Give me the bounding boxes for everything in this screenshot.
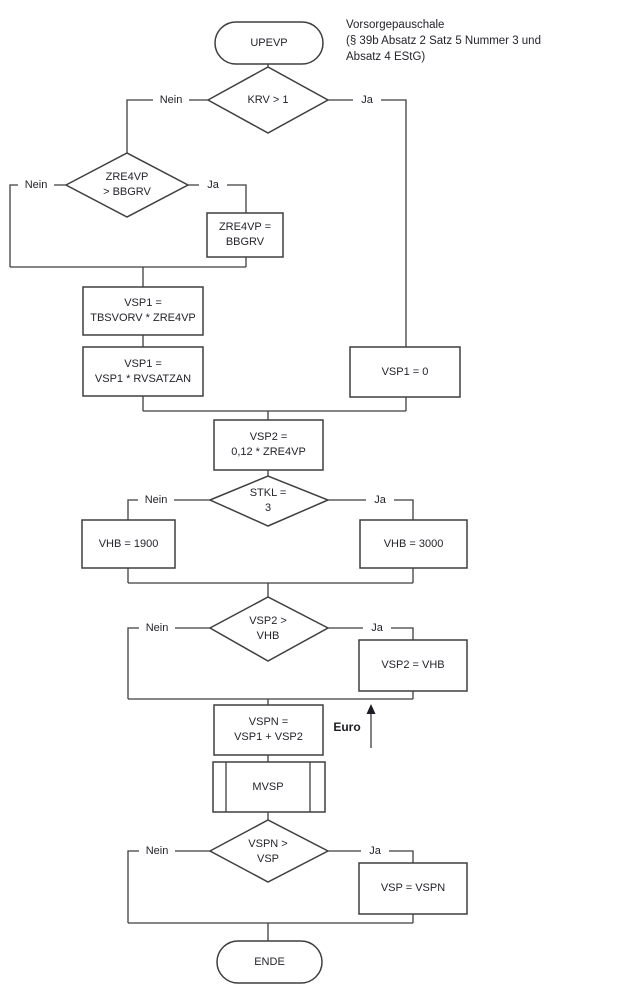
sum-vspn-line2: VSP1 + VSP2 [234, 731, 303, 743]
process-zero-vsp1 [349, 346, 461, 398]
process-sum-vspn-label: VSPN = VSP1 + VSP2 [214, 705, 323, 755]
title-line-3: Absatz 4 EStG) [346, 51, 426, 63]
process-assign-vsp [358, 862, 468, 915]
process-assign-vsp-label: VSP = VSPN [380, 882, 446, 894]
branch-label-krv-nein: Nein [153, 93, 189, 107]
decision-vspn-line1: VSPN > [248, 838, 288, 850]
connector-vspnvsp-nein [127, 850, 210, 923]
decision-stkl-line1: STKL = [249, 487, 287, 499]
decision-stkl-label: STKL = 3 [210, 477, 326, 525]
decision-krv-diamond [206, 66, 330, 134]
process-sum-vspn [213, 704, 324, 756]
calc-vsp1-line2: TBSVORV * ZRE4VP [90, 312, 196, 324]
process-mult-vsp1 [82, 346, 204, 397]
process-vhb-1900-label: VHB = 1900 [98, 537, 159, 550]
terminal-start [214, 21, 324, 65]
connector-stkl-ja [328, 499, 414, 520]
process-vhb-3000-label: VHB = 3000 [383, 537, 444, 550]
process-cap-vsp2 [358, 639, 468, 692]
sum-vspn-line1: VSPN = [248, 716, 289, 728]
branch-label-zre4vp-ja: Ja [199, 178, 227, 192]
decision-vspn-diamond [208, 819, 330, 883]
decision-vsp2-line2: VHB [256, 630, 280, 642]
assign-zre4vp-line1: ZRE4VP = [218, 221, 272, 233]
branch-label-zre4vp-nein: Nein [18, 178, 54, 192]
calc-vsp1-line1: VSP1 = [124, 297, 162, 309]
calc-vsp2-line2: 0,12 * ZRE4VP [231, 446, 306, 458]
decision-vsp2-line1: VSP2 > [249, 615, 287, 627]
connector-merge-c [127, 568, 414, 597]
decision-zre4vp-line1: ZRE4VP [105, 171, 149, 183]
branch-label-stkl-ja: Ja [366, 493, 394, 507]
branch-label-stkl-nein: Nein [138, 493, 174, 507]
process-cap-vsp2-label: VSP2 = VHB [381, 659, 445, 671]
terminal-end-label: ENDE [254, 955, 285, 968]
connector-vsp2vhb-ja [328, 627, 414, 640]
assign-zre4vp-line2: BBGRV [225, 236, 265, 248]
decision-vsp2-diamond [208, 596, 330, 662]
connector-vsp2vhb-nein [127, 627, 210, 699]
connector-krv-ja [328, 99, 407, 347]
connector-vspnvsp-ja [328, 850, 414, 863]
decision-stkl-diamond [208, 475, 330, 527]
process-calc-vsp1-label: VSP1 = TBSVORV * ZRE4VP [83, 287, 203, 335]
branch-label-vspn-nein: Nein [139, 844, 175, 858]
branch-label-vsp2-nein: Nein [139, 621, 175, 635]
process-vhb-3000 [359, 519, 468, 569]
process-assign-zre4vp [206, 212, 284, 258]
decision-vspn-label: VSPN > VSP [210, 828, 326, 876]
decision-zre4vp-diamond [64, 152, 190, 218]
mult-vsp1-line1: VSP1 = [124, 357, 162, 370]
connector-merge-a [10, 266, 246, 287]
process-assign-zre4vp-label: ZRE4VP = BBGRV [207, 213, 283, 257]
subroutine-mvsp [212, 761, 326, 813]
decision-vsp2-label: VSP2 > VHB [210, 605, 326, 653]
branch-label-vspn-ja: Ja [361, 844, 389, 858]
decision-vspn-line2: VSP [256, 853, 279, 865]
process-calc-vsp2-label: VSP2 = 0,12 * ZRE4VP [214, 420, 323, 470]
branch-label-krv-ja: Ja [353, 93, 381, 107]
connector-zre4vp-nein [9, 184, 66, 267]
title-line-2: (§ 39b Absatz 2 Satz 5 Nummer 3 und [346, 35, 541, 47]
mult-vsp1-line2: VSP1 * RVSATZAN [94, 372, 192, 385]
decision-stkl-line2: 3 [264, 502, 272, 514]
decision-zre4vp-label: ZRE4VP > BBGRV [66, 154, 188, 216]
process-calc-vsp1 [82, 286, 204, 336]
connector-merge-d [128, 698, 413, 705]
connector-merge-e [128, 922, 413, 943]
process-mult-vsp1-label: VSP1 = VSP1 * RVSATZAN [83, 347, 203, 396]
connector-merge-b [142, 396, 407, 420]
chart-title: Vorsorgepauschale (§ 39b Absatz 2 Satz 5… [346, 17, 618, 65]
process-vhb-1900 [81, 519, 176, 569]
euro-axis-label: Euro [333, 720, 361, 734]
branch-label-vsp2-ja: Ja [363, 621, 391, 635]
connector-krv-nein [126, 99, 208, 153]
euro-arrow-head-icon [366, 704, 376, 714]
process-calc-vsp2 [213, 419, 324, 471]
subroutine-mvsp-label: MVSP [252, 780, 284, 793]
terminal-end [216, 940, 323, 984]
process-zero-vsp1-label: VSP1 = 0 [381, 365, 429, 378]
decision-krv-label: KRV > 1 [247, 93, 289, 106]
terminal-start-label: UPEVP [250, 36, 288, 49]
calc-vsp2-line1: VSP2 = [249, 431, 288, 443]
connector-stkl-nein [127, 499, 210, 520]
title-line-1: Vorsorgepauschale [346, 19, 445, 31]
decision-zre4vp-line2: > BBGRV [103, 186, 151, 198]
